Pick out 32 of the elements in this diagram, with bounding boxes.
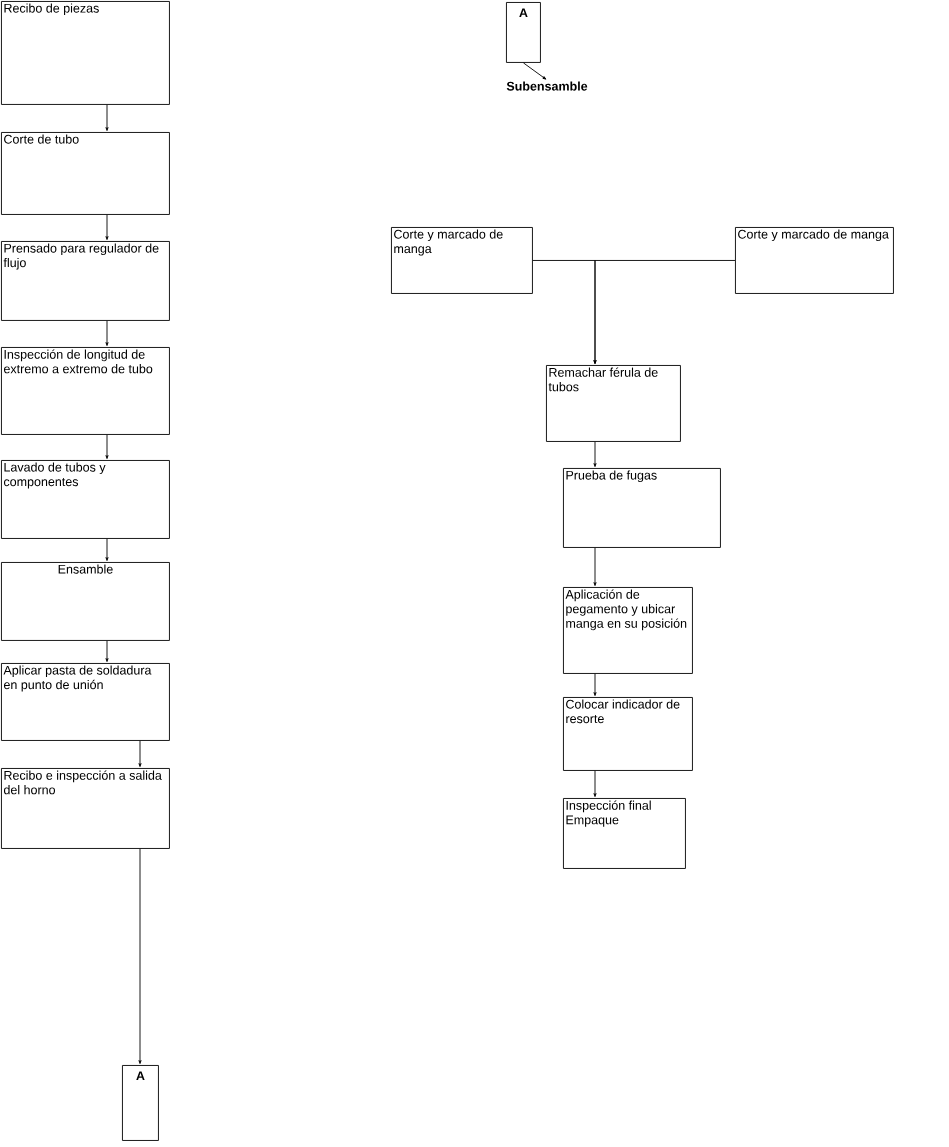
arrow bbox=[105, 640, 109, 663]
arrow bbox=[105, 214, 109, 241]
process-box: Prensado para regulador de flujo bbox=[1, 241, 170, 321]
arrow bbox=[105, 320, 109, 347]
heading-text: Subensamble bbox=[506, 81, 588, 91]
process-box: Aplicación de pegamento y ubicar manga en su posición bbox=[563, 587, 693, 674]
connector-box: A bbox=[122, 1065, 159, 1141]
process-box: Corte de tubo bbox=[1, 132, 170, 215]
process-box: Colocar indicador de resorte bbox=[563, 697, 693, 771]
arrow bbox=[105, 434, 109, 460]
process-box: Recibo e inspección a salida del horno bbox=[1, 768, 170, 849]
arrow bbox=[593, 547, 597, 587]
connector-box: A bbox=[506, 2, 541, 63]
arrow bbox=[593, 260, 736, 365]
process-box: Inspección de longitud de extremo a extremo de tubo bbox=[1, 347, 170, 435]
process-box: Aplicar pasta de soldadura en punto de unión bbox=[1, 663, 170, 741]
process-box: Remachar férula de tubos bbox=[546, 365, 681, 442]
arrow bbox=[138, 848, 142, 1065]
arrow bbox=[105, 104, 109, 132]
process-box: Prueba de fugas bbox=[563, 468, 721, 548]
arrow bbox=[593, 770, 597, 798]
process-box: Recibo de piezas bbox=[1, 1, 170, 105]
process-box: Corte y marcado de manga bbox=[391, 227, 533, 294]
process-box: Lavado de tubos y componentes bbox=[1, 460, 170, 539]
arrow bbox=[523, 62, 547, 80]
arrow bbox=[105, 538, 109, 562]
arrow bbox=[593, 673, 597, 697]
process-box: Inspección final Empaque bbox=[563, 798, 686, 869]
arrow bbox=[138, 740, 142, 768]
arrow bbox=[593, 441, 597, 468]
process-box: Ensamble bbox=[1, 562, 170, 641]
process-box: Corte y marcado de manga bbox=[735, 227, 894, 294]
